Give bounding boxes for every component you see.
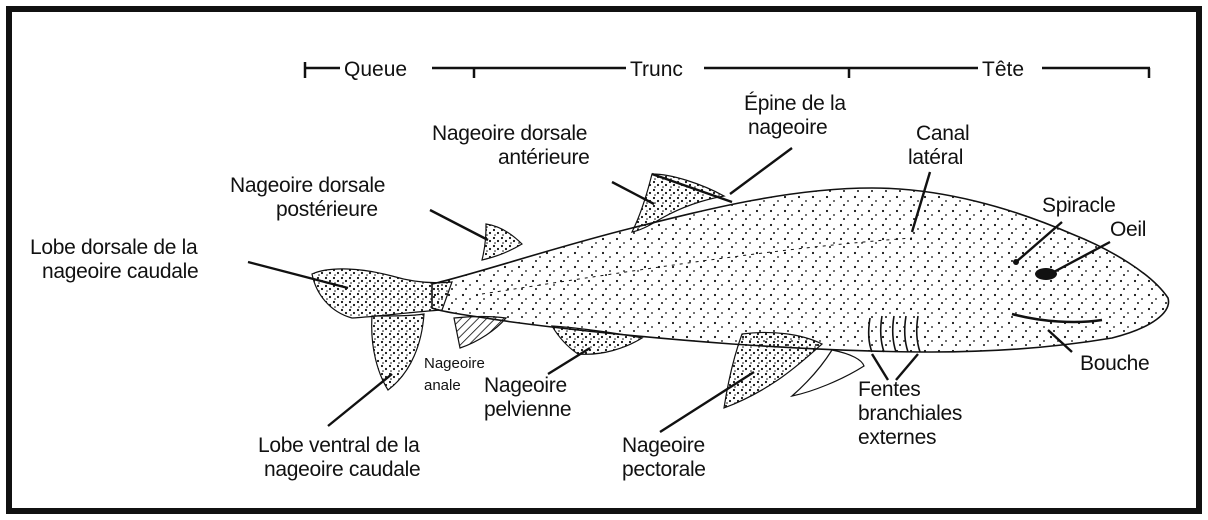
- label-spine-line1: Épine de la: [744, 92, 846, 115]
- label-lateral-canal-line2: latéral: [908, 146, 963, 169]
- label-anal-fin-line1: Nageoire: [424, 355, 485, 372]
- label-mouth: Bouche: [1080, 352, 1149, 375]
- diagram-frame: Queue Trunc Tête: [6, 6, 1202, 514]
- region-tail-label: Queue: [344, 58, 407, 81]
- label-anterior-dorsal-line2: antérieure: [498, 146, 590, 169]
- label-posterior-dorsal-line1: Nageoire dorsale: [230, 174, 385, 197]
- label-gill-slits-line2: branchiales: [858, 402, 962, 425]
- label-pelvic-fin-line1: Nageoire: [484, 374, 567, 397]
- label-pectoral-fin-line2: pectorale: [622, 458, 706, 481]
- label-spine-line2: nageoire: [748, 116, 827, 139]
- label-anal-fin-line2: anale: [424, 377, 461, 394]
- region-head-label: Tête: [982, 58, 1024, 81]
- label-eye: Oeil: [1110, 218, 1146, 241]
- shark-illustration: [312, 174, 1169, 408]
- label-pectoral-fin-line1: Nageoire: [622, 434, 705, 457]
- shark-diagram: Queue Trunc Tête: [12, 12, 1196, 508]
- caudal-dorsal-lobe: [312, 269, 452, 318]
- region-trunk-label: Trunc: [630, 58, 683, 81]
- label-pelvic-fin-line2: pelvienne: [484, 398, 571, 421]
- label-dorsal-lobe-line1: Lobe dorsale de la: [30, 236, 198, 259]
- label-ventral-lobe-line2: nageoire caudale: [264, 458, 420, 481]
- anal-fin: [454, 317, 506, 349]
- posterior-dorsal-fin: [482, 224, 522, 260]
- label-posterior-dorsal-line2: postérieure: [276, 198, 378, 221]
- label-ventral-lobe-line1: Lobe ventral de la: [258, 434, 420, 457]
- pectoral-fin: [724, 332, 822, 408]
- caudal-ventral-lobe: [372, 314, 424, 390]
- label-gill-slits-line3: externes: [858, 426, 936, 449]
- eye-mark: [1035, 268, 1057, 280]
- label-gill-slits-line1: Fentes: [858, 378, 920, 401]
- label-lateral-canal-line1: Canal: [916, 122, 969, 145]
- label-anterior-dorsal-line1: Nageoire dorsale: [432, 122, 587, 145]
- label-dorsal-lobe-line2: nageoire caudale: [42, 260, 198, 283]
- label-spiracle: Spiracle: [1042, 194, 1115, 217]
